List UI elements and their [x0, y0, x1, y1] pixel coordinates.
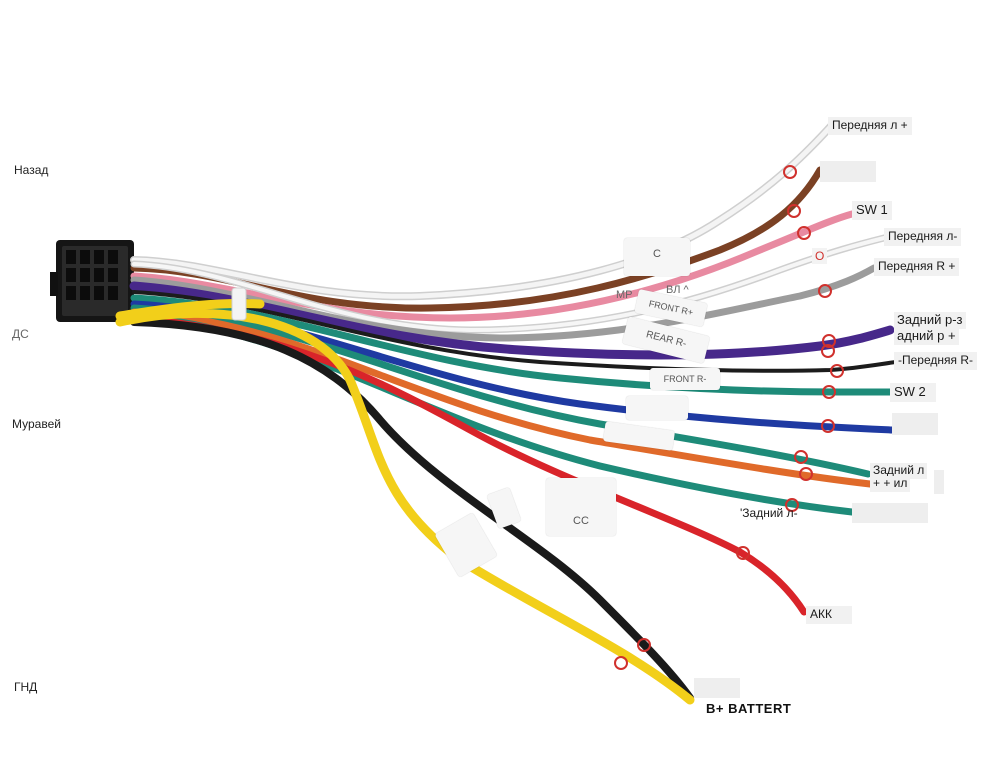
bundle-tie	[231, 287, 247, 321]
marker-ring	[818, 284, 832, 298]
wire-teal-sw2	[130, 294, 894, 396]
wire-yellow-battery	[115, 308, 695, 705]
marker-ring	[821, 344, 835, 358]
marker-ring	[822, 334, 836, 348]
sleeve-front-r-minus: FRONT R-	[650, 368, 720, 390]
label-rear-l-minus: 'Задний л-	[740, 506, 798, 520]
sleeve-cc-label: СС	[573, 515, 589, 527]
marker-ring	[821, 419, 835, 433]
wire-purple-rear-r	[129, 281, 895, 360]
label-rear-l-line2: + + ил	[870, 476, 911, 492]
label-sw1: SW 1	[852, 201, 892, 220]
mark-vl: ВЛ ^	[666, 284, 689, 296]
wire-black-front-r-minus	[132, 290, 898, 373]
label-acc: АКК	[806, 606, 852, 624]
label-rear-r-line2: адний р +	[894, 328, 959, 345]
marker-ring	[783, 165, 797, 179]
marker-ring	[799, 467, 813, 481]
wire-orange	[130, 308, 874, 488]
sleeve-front-r-label: FRONT R+	[647, 298, 695, 318]
marker-ring	[794, 450, 808, 464]
label-front-l-plus: Передняя л +	[828, 117, 912, 135]
blank-label-2	[892, 413, 938, 435]
wire-brown	[130, 166, 824, 312]
marker-ring	[830, 364, 844, 378]
sleeve-c: С	[624, 238, 690, 276]
label-front-l-minus: Передняя л-	[884, 228, 962, 246]
label-sw2: SW 2	[890, 383, 936, 402]
marker-ring	[822, 385, 836, 399]
marker-ring	[797, 226, 811, 240]
marker-ring	[787, 204, 801, 218]
sleeve-c-label: С	[653, 248, 661, 260]
mark-mp: МР	[616, 289, 633, 301]
sleeve-rear-r-label: REAR R-	[644, 329, 688, 350]
blank-label-4	[852, 503, 928, 523]
marker-rings	[614, 165, 844, 670]
label-battery: B+ BATTERT	[706, 701, 792, 716]
wire-teal-rear-l	[130, 304, 872, 478]
blank-label-5	[694, 678, 740, 698]
wire-pink-sw1	[130, 210, 856, 322]
label-back: Назад	[14, 163, 49, 177]
marker-ring	[637, 638, 651, 652]
marker-ring	[785, 498, 799, 512]
blank-label-3	[934, 470, 944, 494]
label-rear-l-line1: Задний л	[870, 463, 928, 479]
label-o: О	[812, 248, 828, 264]
marker-ring	[614, 656, 628, 670]
marker-ring	[736, 546, 750, 560]
sleeve-front-r-minus-label: FRONT R-	[663, 374, 707, 384]
label-front-r-plus: Передняя R +	[874, 258, 960, 276]
label-ant: Муравей	[12, 417, 61, 431]
wire-gray-front-r-plus	[130, 264, 878, 342]
label-ds: ДС	[12, 327, 29, 341]
iso-connector	[50, 240, 134, 322]
sleeve-cc: СС	[546, 478, 616, 536]
wire-white-front-l-plus	[130, 121, 836, 301]
blank-label-1	[820, 161, 876, 182]
sleeve-blank-1	[626, 396, 688, 420]
label-gnd: ГНД	[14, 680, 38, 694]
label-rear-r-line1: Задний р-з	[894, 312, 966, 329]
label-front-r-minus: -Передняя R-	[894, 352, 977, 370]
wire-bundle	[115, 121, 898, 705]
